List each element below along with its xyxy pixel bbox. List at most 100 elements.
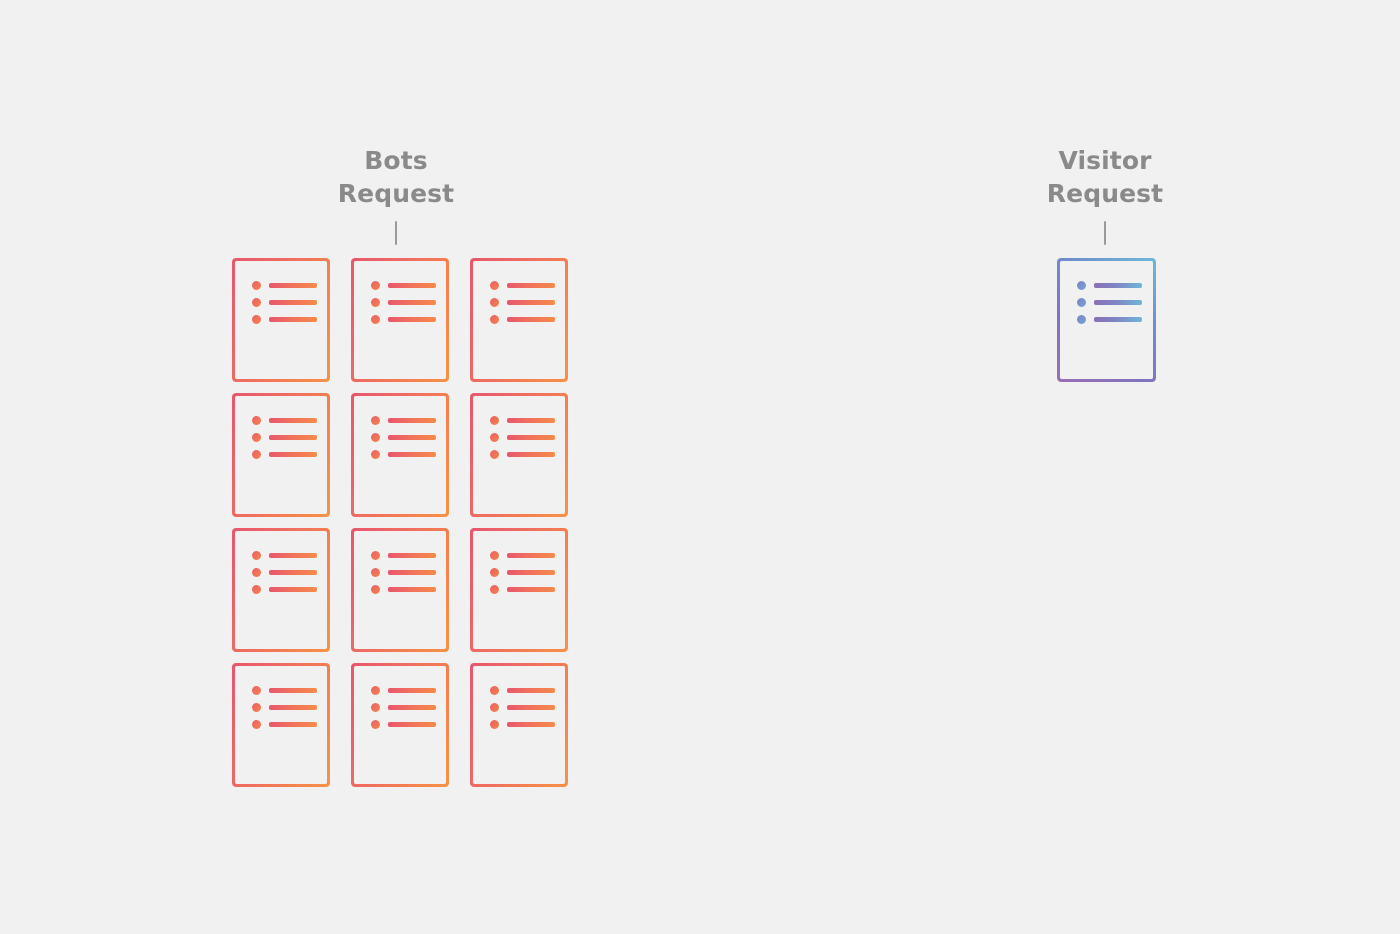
bullet-dot-icon	[490, 585, 499, 594]
text-line-icon	[388, 435, 436, 440]
text-line-icon	[507, 587, 555, 592]
visitor-document-card[interactable]	[1057, 258, 1156, 382]
text-line-icon	[269, 317, 317, 322]
document-list-row	[490, 568, 565, 577]
bots-document-card[interactable]	[470, 258, 568, 382]
bullet-dot-icon	[490, 703, 499, 712]
bullet-dot-icon	[252, 433, 261, 442]
text-line-icon	[269, 587, 317, 592]
bots-request-header: Bots Request	[296, 144, 496, 245]
text-line-icon	[388, 722, 436, 727]
bots-request-title: Bots Request	[337, 146, 455, 208]
document-list-row	[252, 416, 327, 425]
bots-request-card-grid	[232, 258, 568, 787]
bullet-dot-icon	[371, 686, 380, 695]
document-list-icon	[371, 416, 446, 459]
text-line-icon	[269, 452, 317, 457]
bullet-dot-icon	[252, 585, 261, 594]
bullet-dot-icon	[252, 450, 261, 459]
bullet-dot-icon	[371, 585, 380, 594]
bullet-dot-icon	[490, 720, 499, 729]
document-list-row	[490, 450, 565, 459]
bullet-dot-icon	[371, 720, 380, 729]
visitor-request-title: Visitor Request	[1046, 146, 1164, 208]
document-list-row	[490, 416, 565, 425]
text-line-icon	[1094, 283, 1142, 288]
document-list-row	[371, 298, 446, 307]
bullet-dot-icon	[371, 298, 380, 307]
document-list-row	[371, 450, 446, 459]
bullet-dot-icon	[490, 450, 499, 459]
document-list-row	[252, 720, 327, 729]
bullet-dot-icon	[490, 315, 499, 324]
text-line-icon	[507, 688, 555, 693]
document-list-row	[252, 686, 327, 695]
document-list-row	[252, 568, 327, 577]
text-line-icon	[388, 300, 436, 305]
document-card-body	[473, 396, 565, 514]
bots-document-card[interactable]	[351, 393, 449, 517]
bots-document-card[interactable]	[232, 258, 330, 382]
document-list-icon	[490, 281, 565, 324]
bullet-dot-icon	[252, 686, 261, 695]
document-card-body	[235, 261, 327, 379]
bullet-dot-icon	[371, 315, 380, 324]
text-line-icon	[269, 418, 317, 423]
document-list-row	[490, 281, 565, 290]
document-list-row	[252, 585, 327, 594]
document-list-icon	[252, 686, 327, 729]
document-card-body	[473, 261, 565, 379]
text-line-icon	[388, 705, 436, 710]
bots-document-card[interactable]	[470, 528, 568, 652]
document-list-row	[252, 315, 327, 324]
document-list-row	[490, 433, 565, 442]
document-list-row	[371, 585, 446, 594]
bots-document-card[interactable]	[351, 663, 449, 787]
document-card-body	[473, 666, 565, 784]
document-list-row	[490, 585, 565, 594]
document-list-icon	[371, 281, 446, 324]
document-card-body	[354, 261, 446, 379]
document-list-row	[252, 551, 327, 560]
bullet-dot-icon	[490, 686, 499, 695]
bots-document-card[interactable]	[232, 663, 330, 787]
text-line-icon	[388, 553, 436, 558]
bullet-dot-icon	[371, 416, 380, 425]
document-list-row	[490, 551, 565, 560]
document-card-body	[354, 396, 446, 514]
text-line-icon	[388, 452, 436, 457]
bots-document-card[interactable]	[351, 528, 449, 652]
text-line-icon	[507, 570, 555, 575]
bullet-dot-icon	[1077, 281, 1086, 290]
text-line-icon	[269, 435, 317, 440]
bots-document-card[interactable]	[232, 528, 330, 652]
bots-document-card[interactable]	[470, 393, 568, 517]
document-list-icon	[252, 416, 327, 459]
bullet-dot-icon	[490, 416, 499, 425]
bots-document-card[interactable]	[470, 663, 568, 787]
document-list-row	[371, 686, 446, 695]
document-list-row	[490, 298, 565, 307]
bots-document-card[interactable]	[351, 258, 449, 382]
bots-document-card[interactable]	[232, 393, 330, 517]
document-card-body	[235, 666, 327, 784]
text-line-icon	[507, 300, 555, 305]
bullet-dot-icon	[490, 433, 499, 442]
text-line-icon	[507, 722, 555, 727]
document-list-row	[371, 281, 446, 290]
bullet-dot-icon	[371, 703, 380, 712]
bullet-dot-icon	[252, 298, 261, 307]
text-line-icon	[269, 722, 317, 727]
text-line-icon	[388, 418, 436, 423]
text-line-icon	[507, 452, 555, 457]
document-list-row	[1077, 281, 1153, 290]
bullet-dot-icon	[1077, 315, 1086, 324]
document-card-body	[354, 666, 446, 784]
document-list-row	[371, 433, 446, 442]
text-line-icon	[1094, 317, 1142, 322]
bullet-dot-icon	[371, 450, 380, 459]
document-list-row	[371, 551, 446, 560]
document-list-icon	[490, 686, 565, 729]
document-list-row	[490, 703, 565, 712]
text-line-icon	[388, 317, 436, 322]
